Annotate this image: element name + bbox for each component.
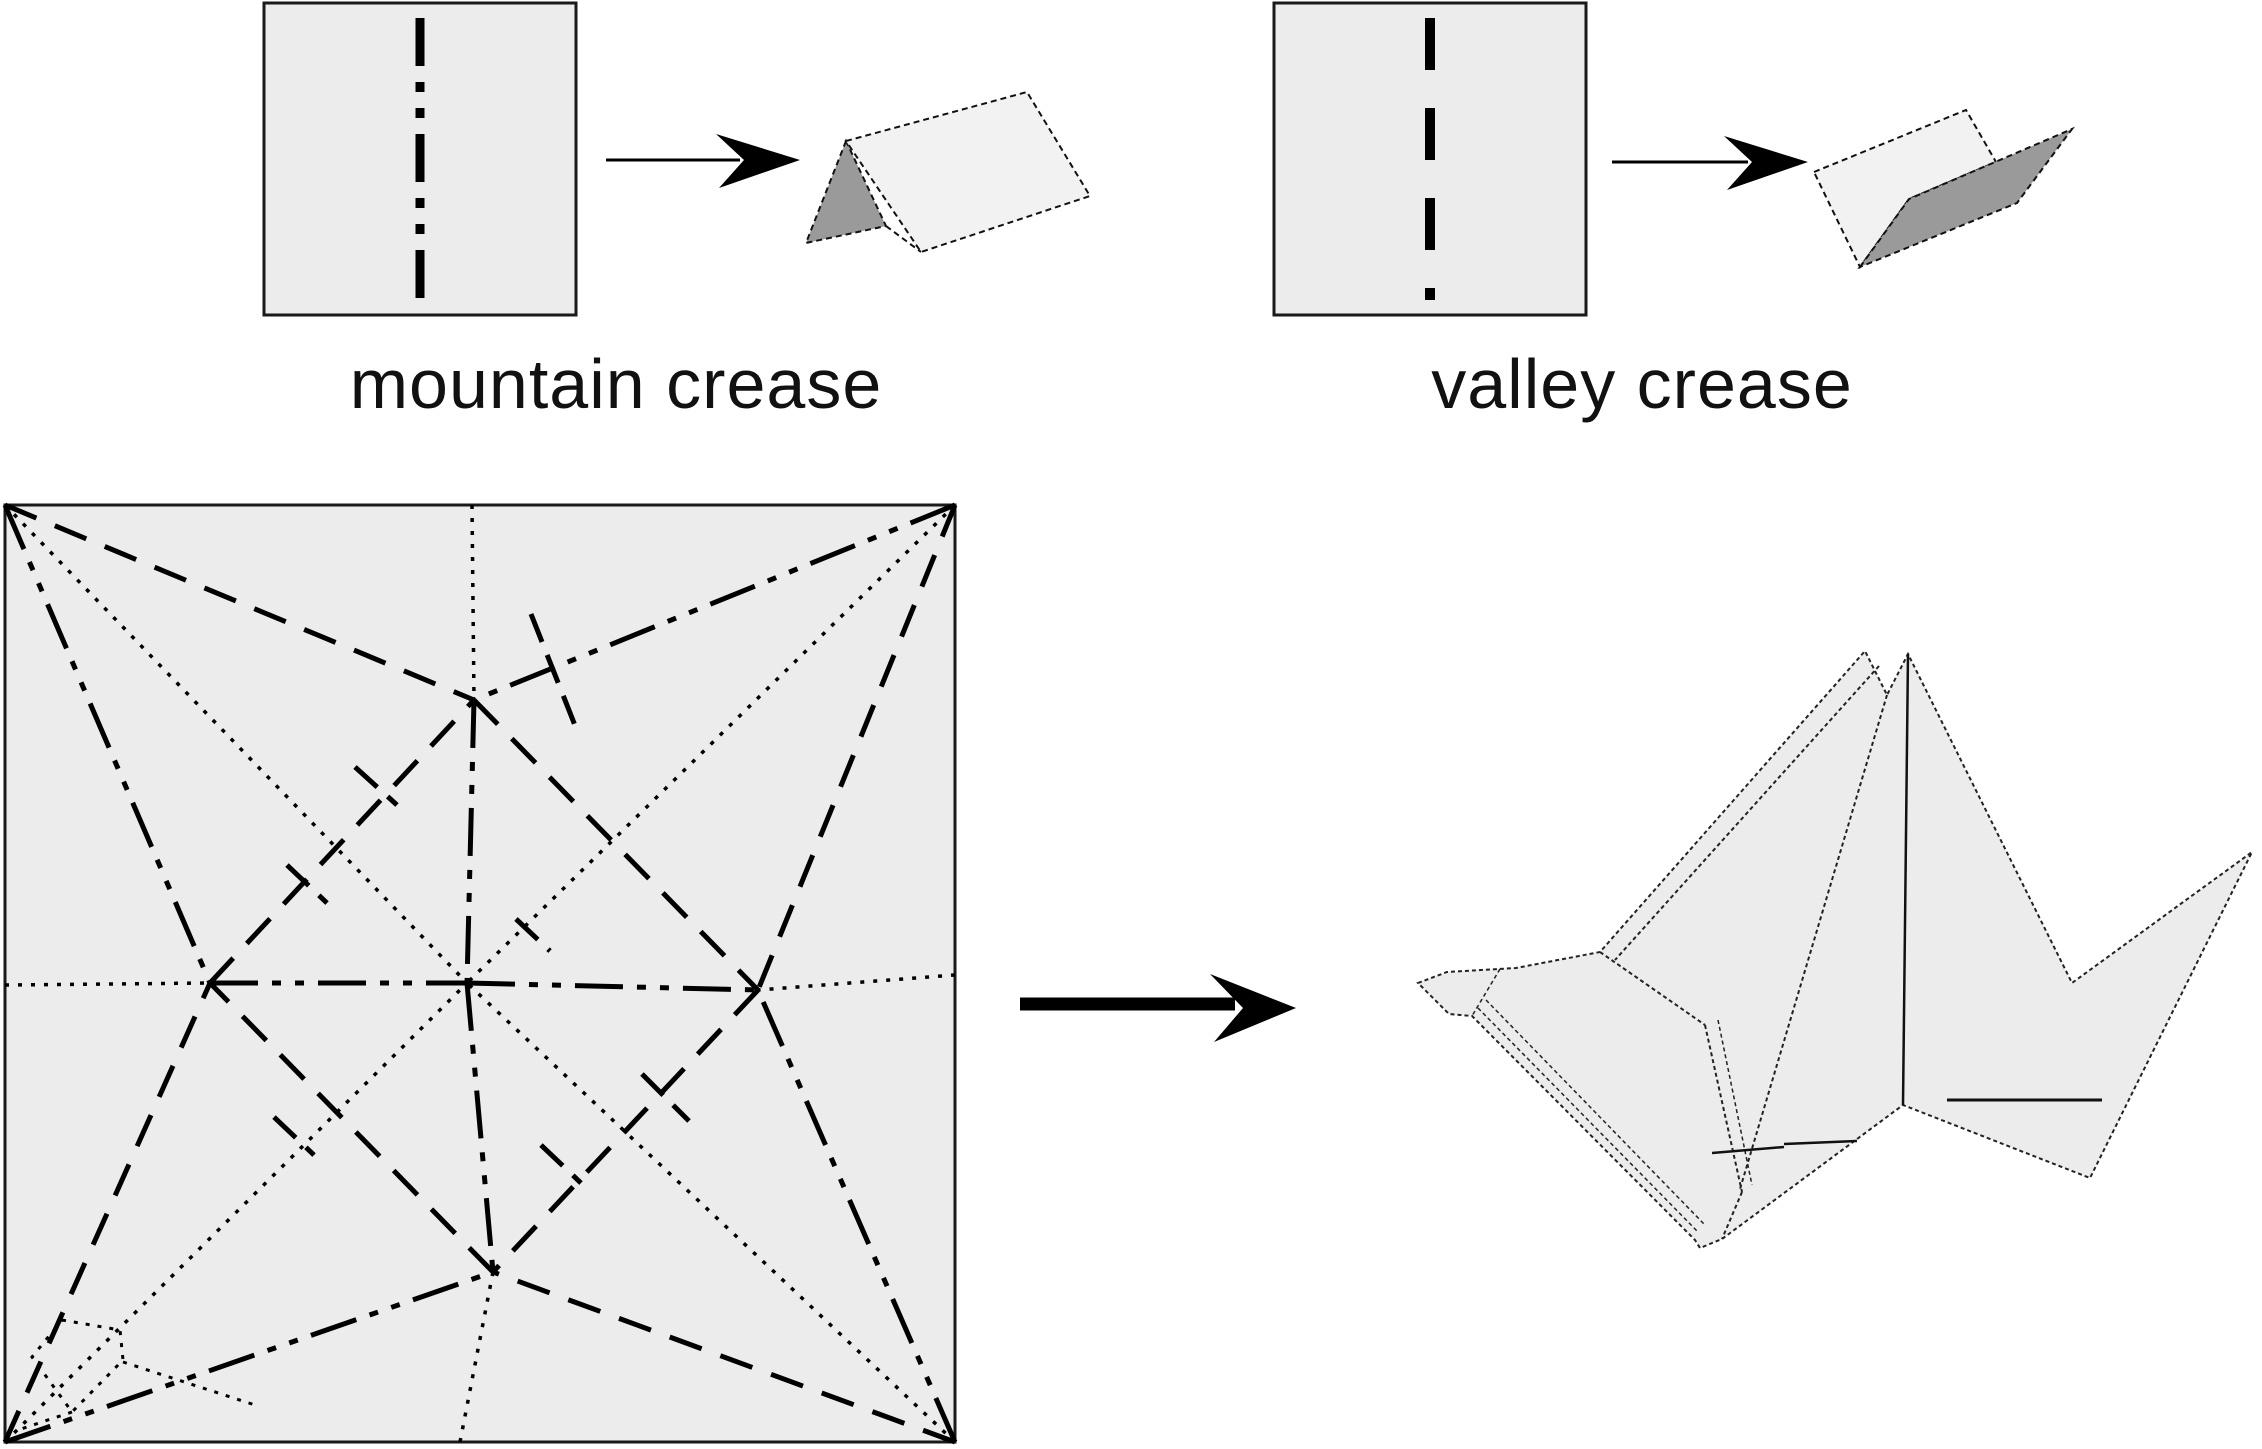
cp-head-pentagon — [30, 1318, 125, 1415]
mountain-crease-label: mountain crease — [349, 345, 883, 423]
crease-pattern-square — [3, 503, 957, 1444]
crane-wing-bottom-edge — [1599, 951, 1706, 1026]
cp-inner-square-bl — [208, 981, 495, 1274]
cp-median-ext-left — [4, 981, 211, 987]
cp-inner-square-tl — [208, 698, 476, 985]
crane-head-fold — [1471, 968, 1501, 1017]
cp-short-crease-ur-b — [528, 613, 579, 729]
cp-mountain-bl-corner — [4, 1269, 494, 1445]
cp-valley-tl-corner — [4, 502, 475, 703]
crane-right-wing-inner-edge — [1739, 694, 1888, 1190]
cp-valley-br-corner — [492, 1269, 956, 1445]
cp-mountain-median-top — [464, 699, 477, 984]
cp-short-crease-lr-a — [640, 1072, 691, 1123]
cp-valley-tr-corner — [755, 504, 958, 991]
cp-mountain-median-bottom — [464, 982, 496, 1273]
mountain-fold-bottom-edge — [885, 225, 922, 253]
cp-short-crease-lr-b — [539, 1143, 583, 1185]
crane-left-wing-layer-edge — [1614, 665, 1880, 961]
crane-body-sliver-tip — [1721, 1191, 1743, 1240]
crane-neck-layer-a — [1477, 1007, 1699, 1233]
valley-crease-label: valley crease — [1431, 345, 1853, 423]
cp-median-ext-bottom — [458, 1271, 495, 1443]
cp-mountain-br-corner — [755, 989, 958, 1443]
crane-silhouette — [1416, 649, 2253, 1250]
cp-mountain-tl-corner — [2, 504, 213, 984]
valley-fold-right-face — [1857, 126, 2076, 270]
cp-inner-square-br — [491, 988, 760, 1274]
cp-short-crease-ur-a — [514, 917, 552, 953]
cp-mountain-median-right — [466, 980, 759, 993]
cp-diagonal-bl — [3, 981, 469, 1444]
cp-short-crease-ll-a — [272, 1115, 316, 1157]
crane-neck-layer-b — [1485, 999, 1705, 1225]
crane-body-sliver-outer — [1704, 1024, 1743, 1193]
mountain-fold-side-face — [804, 138, 888, 245]
crane-center-fold-line — [1901, 653, 1910, 1106]
cp-short-crease-ul-a — [353, 765, 399, 807]
main-arrow-head — [1210, 974, 1296, 1042]
crane-left-body-line-b — [1783, 1139, 1858, 1146]
mountain-fold-top-face — [844, 90, 1092, 254]
cp-diagonal-tr — [465, 503, 957, 985]
cp-short-crease-ul-b — [285, 863, 329, 905]
crane-left-body-line-a — [1711, 1145, 1785, 1155]
valley-arrow-head — [1724, 136, 1808, 190]
crane-body-sliver-inner — [1717, 1019, 1753, 1186]
cp-inner-square-tr — [472, 698, 760, 992]
mountain-arrow-head — [716, 134, 800, 188]
